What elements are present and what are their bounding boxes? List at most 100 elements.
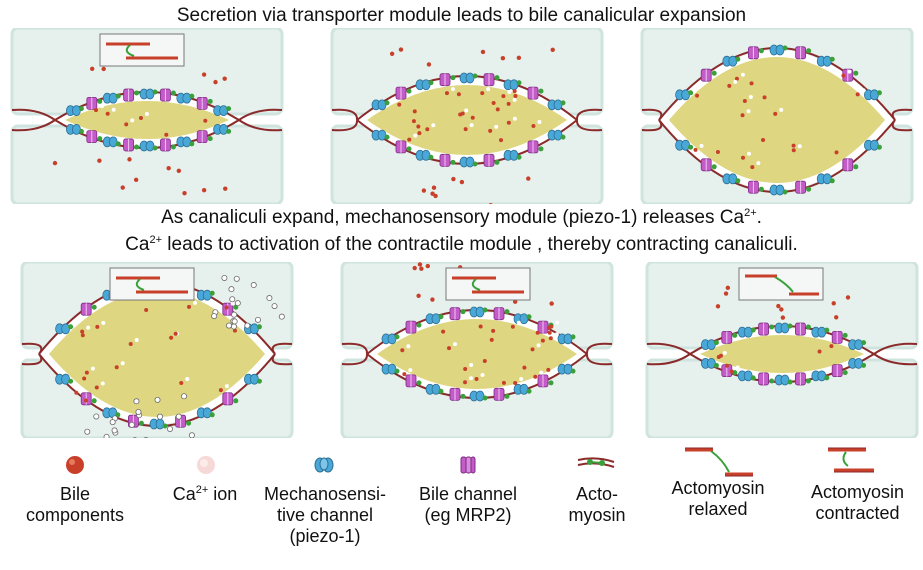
ca-ion — [494, 124, 499, 129]
myosin-dot — [438, 388, 444, 394]
canaliculus-diagram — [638, 28, 916, 204]
myosin-dot — [829, 178, 835, 184]
myosin-dot — [189, 141, 195, 147]
myosin-dot — [416, 380, 422, 386]
piezo-channel — [66, 123, 81, 135]
bile-component — [727, 83, 732, 88]
myosin-dot — [97, 136, 103, 142]
mrp2-channel — [159, 138, 171, 152]
ca-ion — [537, 119, 542, 124]
piezo-channel — [139, 88, 155, 100]
bile-component — [510, 324, 515, 329]
ca-ion — [100, 381, 105, 386]
mrp2-channel — [395, 140, 407, 154]
mrp2-channel — [395, 86, 407, 100]
bile-component — [425, 127, 430, 132]
ca-ion — [254, 316, 261, 323]
bile-component — [144, 307, 149, 312]
bile-component — [834, 315, 839, 320]
bile-component — [169, 335, 174, 340]
piezo-channel — [769, 44, 785, 56]
piezo-channel — [459, 156, 475, 168]
bile-component — [416, 293, 421, 299]
piezo-channel — [547, 129, 563, 141]
piezo-channel — [149, 418, 165, 430]
myosin-dot — [394, 368, 400, 374]
canaliculus-lumen — [377, 319, 577, 389]
myosin-dot — [138, 420, 144, 426]
bile-component — [459, 179, 465, 185]
piezo-channel — [415, 149, 431, 161]
ca-ion — [431, 123, 436, 128]
ca-ion — [266, 295, 273, 302]
piezo-channel — [176, 136, 192, 148]
piezo-channel — [66, 105, 81, 117]
tight-junction-left — [331, 119, 358, 132]
mrp2-channel — [527, 140, 539, 154]
myosin-dot — [829, 56, 835, 62]
bile-component — [447, 346, 452, 351]
piezo-channel — [774, 322, 790, 334]
ca-ion — [536, 343, 541, 348]
piezo-channel — [425, 383, 441, 395]
bile-component — [480, 49, 486, 55]
bile-component — [749, 81, 754, 86]
bile-component — [213, 79, 218, 85]
bile-component — [431, 185, 437, 190]
ca-ion — [234, 300, 241, 307]
bile-component — [501, 94, 506, 99]
ca-ion — [512, 97, 517, 102]
ca-ion — [130, 118, 135, 123]
myosin-dot — [538, 146, 544, 152]
bile-component — [513, 380, 518, 385]
caption-text: As canaliculi expand, mechanosensory mod… — [161, 207, 745, 228]
ca-ion — [188, 432, 195, 438]
bile-component — [776, 303, 781, 309]
myosin-dot — [560, 134, 566, 140]
middle-caption-line2: Ca2+ leads to activation of the contract… — [0, 233, 923, 256]
tight-junction-left — [646, 342, 691, 355]
bile-component — [463, 367, 468, 372]
legend-text: Actomyosin — [671, 478, 765, 498]
ca-ion — [507, 90, 512, 95]
myosin-dot — [758, 186, 764, 192]
legend-sup: 2+ — [195, 484, 209, 496]
bile-component — [489, 337, 494, 342]
myosin-dot — [805, 378, 811, 384]
canaliculus-lumen — [700, 335, 864, 373]
ca-ion — [193, 300, 198, 305]
bile-component — [94, 108, 99, 113]
bile-component — [389, 51, 395, 57]
mrp2-channel — [842, 158, 854, 172]
piezo-channel — [769, 184, 785, 196]
piezo-channel — [848, 357, 864, 369]
ca-ion — [154, 396, 161, 403]
myosin-dot — [170, 90, 176, 96]
mrp2-channel — [794, 322, 806, 336]
bile-component — [128, 341, 133, 346]
mrp2-channel — [196, 130, 208, 144]
piezo-channel — [102, 92, 118, 104]
bile-component — [460, 111, 465, 116]
piezo-channel — [816, 55, 832, 67]
bile-component — [817, 349, 822, 354]
bile-component — [430, 191, 435, 196]
myosin-dot — [91, 304, 97, 310]
actomyosin-contracted-icon — [828, 447, 874, 473]
piezo-channel — [381, 333, 397, 345]
ca-ion — [134, 337, 139, 342]
bile-component — [829, 344, 834, 349]
piezo-channel — [459, 72, 475, 84]
ca-ion — [166, 425, 173, 432]
bile-component — [741, 155, 746, 160]
myosin-dot — [504, 393, 510, 399]
bile-component — [417, 262, 423, 267]
canaliculus-lumen — [367, 85, 567, 155]
mrp2-channel — [196, 96, 208, 110]
legend-text: (eg MRP2) — [424, 505, 512, 525]
bile-component — [114, 365, 119, 370]
bile-component — [478, 324, 483, 329]
ca-ion — [519, 376, 524, 381]
piezo-channel — [371, 99, 387, 111]
myosin-dot — [209, 412, 215, 418]
